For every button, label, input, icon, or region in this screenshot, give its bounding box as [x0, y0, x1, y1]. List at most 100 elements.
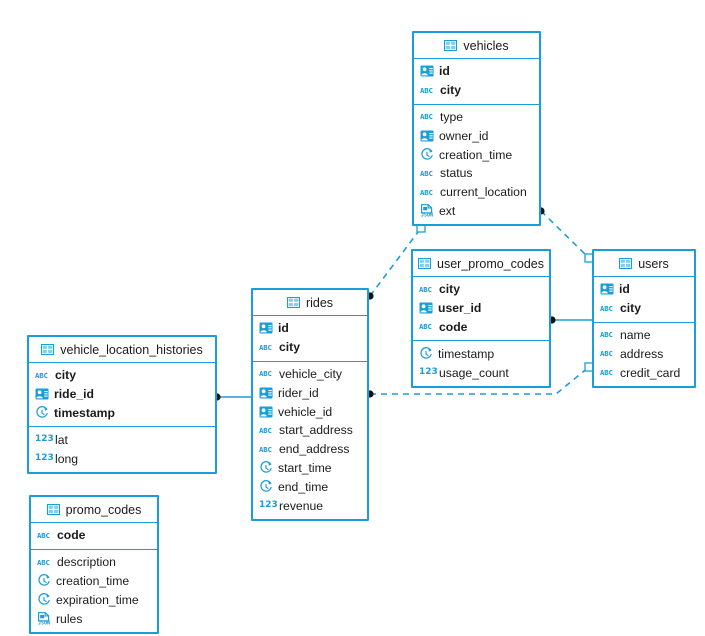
clock-icon	[37, 592, 51, 607]
abc-text-icon: ABC	[420, 187, 433, 197]
field-row-user_id[interactable]: user_id	[413, 299, 549, 318]
table-title-promo_codes[interactable]: promo_codes	[31, 497, 157, 523]
abc-text-icon: ABC	[600, 303, 613, 313]
field-row-rules[interactable]: JSON rules	[31, 609, 157, 628]
table-name-label: users	[638, 256, 669, 271]
field-row-rider_id[interactable]: rider_id	[253, 383, 367, 402]
abc-text-icon: ABC	[259, 342, 272, 352]
field-label: id	[619, 282, 630, 297]
json-document-icon: JSON	[37, 612, 51, 625]
clock-icon	[419, 346, 433, 361]
abc-text-icon: ABC	[37, 557, 50, 567]
field-label: city	[440, 83, 462, 98]
field-row-current_location[interactable]: ABC current_location	[414, 183, 539, 202]
abc-text-icon: ABC	[419, 322, 432, 332]
table-grid-icon	[444, 40, 458, 51]
table-title-rides[interactable]: rides	[253, 290, 367, 316]
field-label: rules	[56, 611, 83, 626]
field-label: description	[57, 555, 116, 570]
field-row-vehicle_id[interactable]: vehicle_id	[253, 402, 367, 421]
field-label: status	[440, 166, 473, 181]
abc-text-icon: ABC	[259, 444, 272, 454]
field-label: type	[440, 109, 464, 124]
field-row-description[interactable]: ABC description	[31, 553, 157, 572]
relationship-user_promo_codes-users[interactable]	[548, 316, 592, 324]
field-label: id	[278, 321, 289, 336]
field-label: city	[620, 301, 642, 316]
table-grid-icon	[286, 297, 300, 308]
table-grid-icon	[619, 258, 633, 269]
relationship-vehicle_location_histories-rides[interactable]	[213, 393, 251, 401]
json-document-icon: JSON	[420, 204, 434, 217]
field-row-timestamp[interactable]: timestamp	[413, 344, 549, 363]
field-row-id[interactable]: id	[414, 62, 539, 81]
field-label: start_address	[279, 423, 353, 438]
abc-text-icon: ABC	[37, 530, 50, 540]
field-row-id[interactable]: id	[594, 280, 694, 299]
field-row-owner_id[interactable]: owner_id	[414, 126, 539, 145]
field-row-start_address[interactable]: ABC start_address	[253, 421, 367, 440]
field-row-creation_time[interactable]: creation_time	[31, 572, 157, 591]
field-label: creation_time	[439, 147, 513, 162]
123-number-icon: 123	[259, 500, 278, 511]
abc-text-icon: ABC	[259, 369, 272, 379]
field-row-city[interactable]: ABC city	[594, 299, 694, 318]
field-label: current_location	[440, 185, 527, 200]
table-title-user_promo_codes[interactable]: user_promo_codes	[413, 251, 549, 277]
table-grid-icon	[41, 344, 55, 355]
field-label: timestamp	[54, 405, 115, 420]
field-row-expiration_time[interactable]: expiration_time	[31, 590, 157, 609]
table-name-label: rides	[305, 295, 334, 310]
svg-text:JSON: JSON	[421, 213, 433, 218]
clock-icon	[37, 574, 51, 588]
table-title-vehicle_location_histories[interactable]: vehicle_location_histories	[29, 337, 215, 363]
field-row-start_time[interactable]: start_time	[253, 459, 367, 478]
abc-text-icon: ABC	[259, 425, 272, 435]
field-row-creation_time[interactable]: creation_time	[414, 145, 539, 164]
field-row-end_time[interactable]: end_time	[253, 477, 367, 496]
table-title-users[interactable]: users	[594, 251, 694, 277]
123-number-icon: 123	[35, 453, 54, 464]
field-label: city	[55, 368, 77, 383]
field-row-ride_id[interactable]: ride_id	[29, 385, 215, 404]
field-row-id[interactable]: id	[253, 319, 367, 338]
abc-text-icon: ABC	[419, 284, 432, 294]
field-label: user_id	[438, 301, 482, 316]
field-label: expiration_time	[56, 592, 139, 607]
123-number-icon: 123	[35, 434, 54, 445]
field-row-timestamp[interactable]: timestamp	[29, 404, 215, 423]
table-name-label: promo_codes	[65, 502, 142, 517]
field-label: rider_id	[278, 385, 319, 400]
table-title-vehicles[interactable]: vehicles	[414, 33, 539, 59]
